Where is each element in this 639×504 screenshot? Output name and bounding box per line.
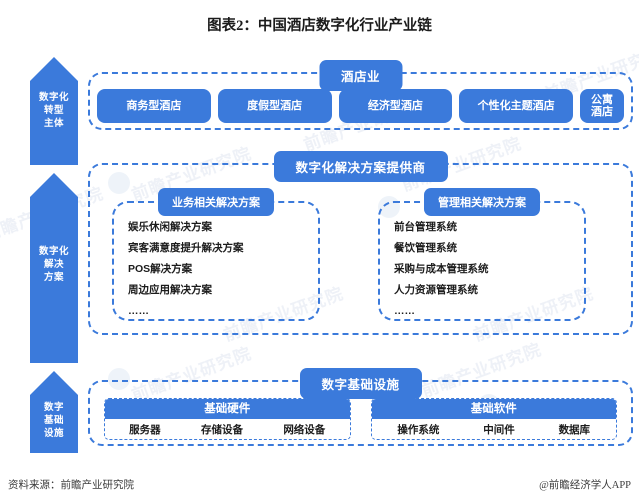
arrow-label-line: 数字化 — [38, 92, 69, 103]
infrastructure-card-list: 基础硬件 服务器 存储设备 网络设备 基础软件 操作系统 中间件 数据库 — [104, 398, 617, 440]
infra-card-hardware-header: 基础硬件 — [105, 399, 350, 419]
arrow-label-line: 解决 — [43, 259, 64, 270]
list-item[interactable]: 前台管理系统 — [394, 221, 457, 233]
hotel-type-resort[interactable]: 度假型酒店 — [217, 89, 332, 123]
list-item-ellipsis: …… — [394, 305, 415, 317]
arrow-label-line: 方案 — [43, 272, 64, 283]
infra-item-os[interactable]: 操作系统 — [397, 423, 440, 436]
hotel-type-boutique-theme[interactable]: 个性化主题酒店 — [459, 89, 573, 123]
list-item-ellipsis: …… — [128, 305, 149, 317]
layer-arrow-rail: 数字化 转型 主体 数字化 解决 方案 数字 基础 设施 — [30, 57, 78, 453]
subgroup-management-solutions: 管理相关解决方案 前台管理系统 餐饮管理系统 采购与成本管理系统 人力资源管理系… — [378, 188, 586, 322]
infra-card-hardware-items: 服务器 存储设备 网络设备 — [105, 419, 350, 439]
infra-card-software-header: 基础软件 — [371, 399, 616, 419]
arrow-shape-icon — [30, 173, 78, 363]
list-item[interactable]: 餐饮管理系统 — [394, 242, 457, 254]
list-item[interactable]: 周边应用解决方案 — [128, 284, 212, 296]
group-solution-providers: 数字化解决方案提供商 业务相关解决方案 娱乐休闲解决方案 宾客满意度提升解决方案… — [88, 151, 633, 335]
list-item[interactable]: 采购与成本管理系统 — [394, 263, 489, 275]
business-solution-list: 娱乐休闲解决方案 宾客满意度提升解决方案 POS解决方案 周边应用解决方案 …… — [128, 217, 312, 322]
hotel-type-list: 商务型酒店 度假型酒店 经济型酒店 个性化主题酒店 公寓 酒店 — [97, 89, 624, 123]
infra-card-hardware: 基础硬件 服务器 存储设备 网络设备 — [104, 398, 351, 440]
infra-item-network[interactable]: 网络设备 — [283, 423, 326, 436]
list-item[interactable]: POS解决方案 — [128, 263, 193, 275]
infra-card-software-items: 操作系统 中间件 数据库 — [372, 419, 617, 439]
hotel-type-business[interactable]: 商务型酒店 — [97, 89, 211, 123]
arrow-band-transformation-subject — [30, 57, 78, 165]
group-title-solution-providers: 数字化解决方案提供商 — [273, 151, 448, 182]
arrow-label-line: 转型 — [43, 105, 64, 116]
infra-item-database[interactable]: 数据库 — [558, 423, 591, 436]
hotel-type-apartment-line: 公寓 — [591, 94, 613, 106]
management-solution-list: 前台管理系统 餐饮管理系统 采购与成本管理系统 人力资源管理系统 …… — [394, 217, 578, 322]
arrow-band-digital-infrastructure — [30, 371, 78, 453]
footer-source: 资料来源：前瞻产业研究院 — [8, 480, 134, 491]
arrow-label-line: 基础 — [43, 415, 64, 426]
arrow-shape-icon — [30, 57, 78, 165]
infra-item-middleware[interactable]: 中间件 — [483, 423, 515, 436]
group-digital-infrastructure: 数字基础设施 基础硬件 服务器 存储设备 网络设备 基础软件 操作系统 中间件 … — [88, 368, 633, 446]
infra-item-server[interactable]: 服务器 — [129, 423, 161, 436]
subgroup-business-solutions: 业务相关解决方案 娱乐休闲解决方案 宾客满意度提升解决方案 POS解决方案 周边… — [112, 188, 320, 322]
arrow-shape-icon — [30, 371, 78, 453]
hotel-type-economy[interactable]: 经济型酒店 — [338, 89, 453, 123]
group-title-hotel-industry: 酒店业 — [318, 60, 403, 91]
group-hotel-industry: 酒店业 商务型酒店 度假型酒店 经济型酒店 个性化主题酒店 公寓 酒店 — [88, 60, 633, 130]
arrow-label-line: 数字 — [43, 402, 64, 413]
subgroup-title-management-solutions: 管理相关解决方案 — [424, 188, 540, 216]
arrow-label-digital-solution: 数字化 解决 方案 — [30, 245, 78, 284]
hotel-type-apartment[interactable]: 公寓 酒店 — [580, 89, 624, 123]
arrow-label-digital-infrastructure: 数字 基础 设施 — [30, 401, 78, 440]
subgroup-title-business-solutions: 业务相关解决方案 — [158, 188, 274, 216]
footer-app-handle: @前瞻经济学人APP — [539, 480, 631, 491]
infra-item-storage[interactable]: 存储设备 — [200, 423, 243, 436]
arrow-label-line: 设施 — [43, 428, 64, 439]
arrow-label-line: 主体 — [43, 118, 64, 129]
hotel-type-apartment-line: 酒店 — [591, 106, 613, 118]
list-item[interactable]: 宾客满意度提升解决方案 — [128, 242, 244, 254]
arrow-label-transformation-subject: 数字化 转型 主体 — [30, 91, 78, 130]
infra-card-software: 基础软件 操作系统 中间件 数据库 — [370, 398, 617, 440]
arrow-band-digital-solution — [30, 173, 78, 363]
arrow-label-line: 数字化 — [38, 246, 69, 257]
page-title: 图表2：中国酒店数字化行业产业链 — [207, 18, 432, 34]
list-item[interactable]: 娱乐休闲解决方案 — [128, 221, 212, 233]
list-item[interactable]: 人力资源管理系统 — [394, 284, 478, 296]
group-title-digital-infrastructure: 数字基础设施 — [299, 368, 422, 399]
